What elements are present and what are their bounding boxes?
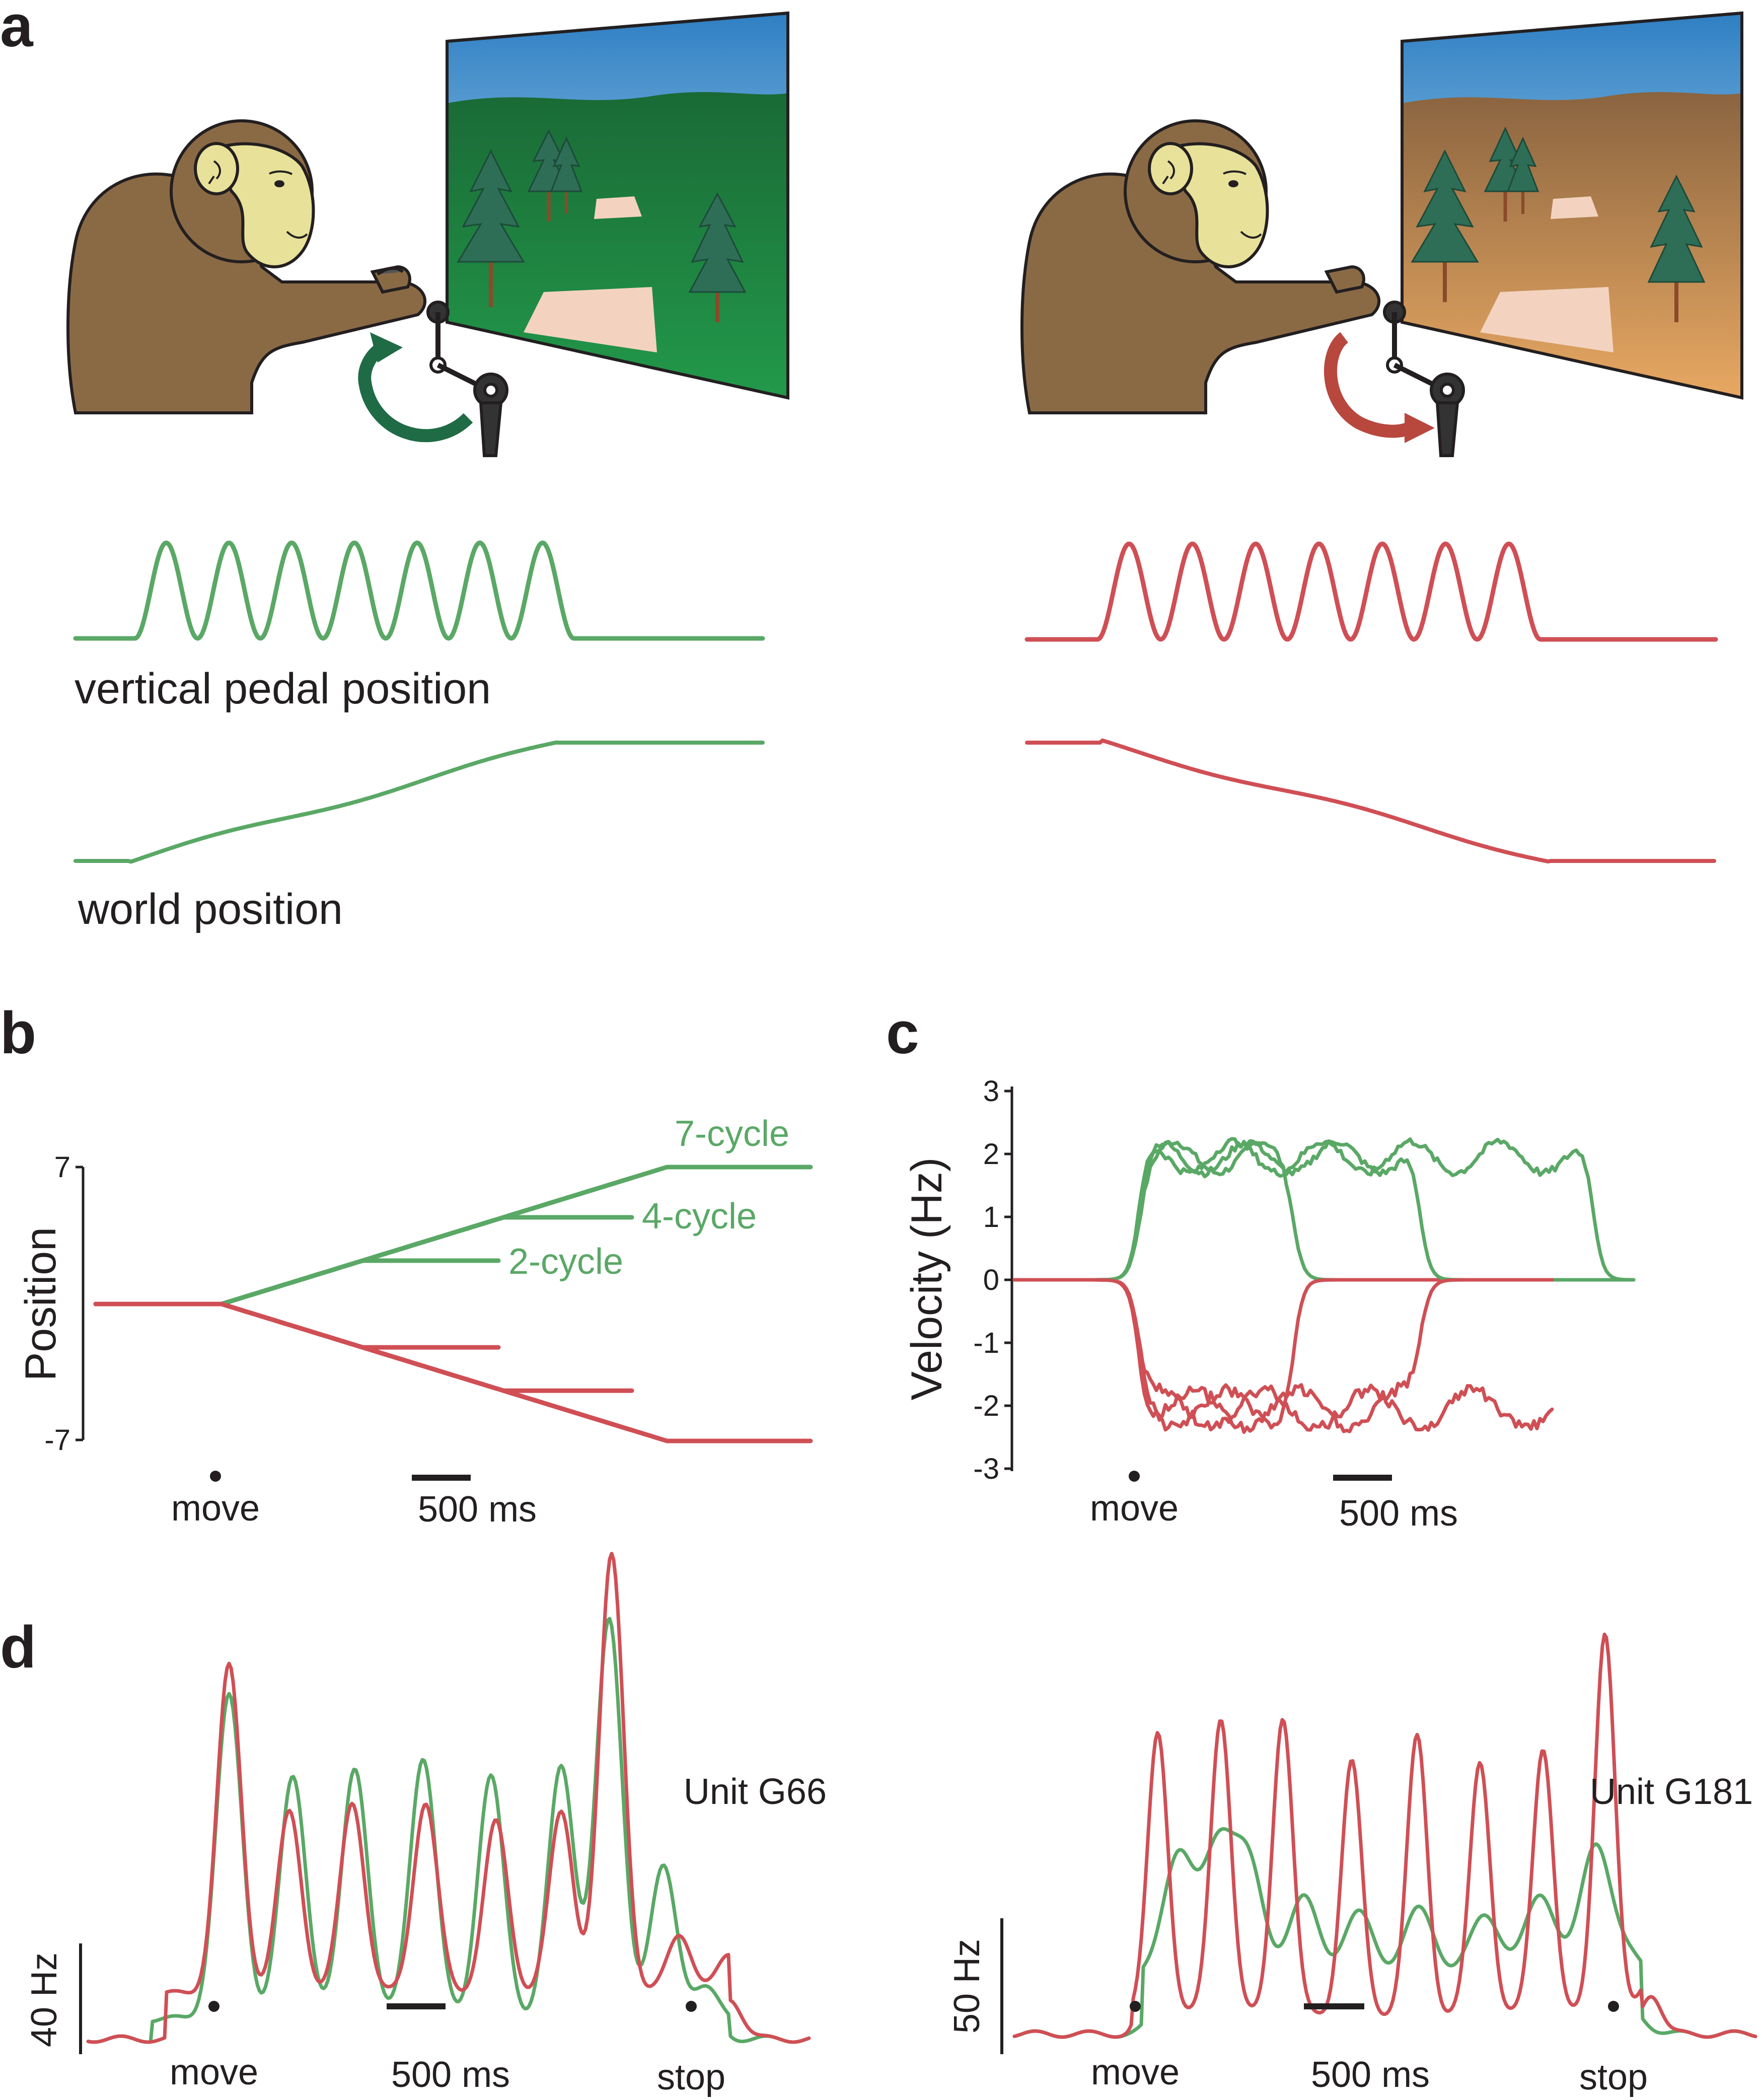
- pedal-icon: [377, 267, 508, 457]
- panel-b-lines: [93, 1165, 813, 1443]
- panel-d-right-lines: [1012, 1632, 1757, 2039]
- panel-d-left-lines: [86, 1552, 811, 2044]
- position-line-4-cycle-forward: [93, 1176, 634, 1307]
- panel-b-axis: [76, 1166, 85, 1441]
- panel-c-ytick-label: 1: [983, 1201, 999, 1234]
- panel-d-left-stop-dot: [686, 2001, 697, 2012]
- panel-letter-b: b: [0, 1000, 36, 1066]
- panel-letter-d: d: [0, 1614, 36, 1681]
- panel-d-left-move-label: move: [170, 2052, 258, 2092]
- g181-backward-firing-line: [1012, 1632, 1757, 2039]
- pedal-icon: [1383, 301, 1465, 457]
- right-screen: [1401, 11, 1743, 400]
- panel-b-ytick-bottom: -7: [44, 1424, 70, 1457]
- world-position-label: world position: [78, 885, 343, 933]
- right-scene: [1020, 11, 1743, 457]
- position-line-2-cycle-forward: [93, 1216, 501, 1307]
- panel-c-move-dot: [1129, 1471, 1140, 1482]
- panel-letter-a: a: [0, 0, 34, 59]
- panel-d-right-move-label: move: [1091, 2052, 1180, 2092]
- left-screen: [446, 11, 789, 400]
- panel-d-left-move-dot: [208, 2001, 219, 2012]
- panel-c-ytick-label: -1: [973, 1327, 999, 1359]
- velocity-line-7-cycle-backward: [1012, 1278, 1554, 1432]
- panel-c-ytick-label: 2: [983, 1138, 999, 1171]
- backward-rotation-arrow-icon: [1324, 332, 1435, 443]
- pedal-trace-forward: [73, 540, 765, 641]
- world-trace-backward-line: [1025, 738, 1716, 863]
- tree-icon: [457, 129, 747, 322]
- position-line-2-cycle-backward: [93, 1301, 501, 1392]
- unit-g181-label: Unit G181: [1590, 1772, 1753, 1812]
- panel-d-right-scale-label: 50 Hz: [947, 1939, 987, 2034]
- panel-letter-c: c: [886, 1000, 919, 1066]
- panel-b-ylabel: Position: [17, 1227, 65, 1381]
- label-4-cycle: 4-cycle: [642, 1196, 757, 1237]
- panel-c-ytick-label: 3: [983, 1075, 999, 1108]
- panel-c-yticks: 3 2 1 0 -1 -2 -3: [973, 1075, 1012, 1485]
- pedal-trace-forward-line: [73, 540, 765, 641]
- panel-d-left-scale-label: 40 Hz: [24, 1952, 64, 2047]
- panel-c-scalebar-label: 500 ms: [1339, 1493, 1458, 1534]
- label-7-cycle: 7-cycle: [675, 1114, 789, 1154]
- panel-d-left-stop-label: stop: [657, 2057, 725, 2097]
- panel-b-move-dot: [210, 1471, 221, 1482]
- pedal-trace-backward-line: [1024, 541, 1718, 642]
- g66-backward-firing-line: [86, 1552, 811, 2044]
- panel-c-lines: [1012, 1137, 1636, 1434]
- world-trace-forward: [74, 740, 765, 864]
- panel-c-ytick-label: 0: [983, 1264, 999, 1296]
- tree-icon: [1411, 126, 1706, 322]
- velocity-line-4-cycle-forward: [1012, 1139, 1636, 1282]
- world-trace-backward: [1025, 738, 1716, 863]
- panel-d-right-scalebar-label: 500 ms: [1311, 2055, 1430, 2095]
- panel-c-ylabel: Velocity (Hz): [903, 1157, 951, 1401]
- velocity-line-2-cycle-backward: [1012, 1278, 1554, 1432]
- panel-d-right-move-dot: [1130, 2001, 1141, 2012]
- panel-b-move-label: move: [171, 1488, 260, 1529]
- position-line-4-cycle-backward: [93, 1301, 634, 1432]
- position-line-7-cycle-backward: [93, 1301, 813, 1443]
- panel-b-ytick-top: 7: [54, 1151, 70, 1184]
- panel-b-scalebar-label: 500 ms: [418, 1489, 537, 1530]
- label-2-cycle: 2-cycle: [508, 1242, 623, 1282]
- unit-g66-label: Unit G66: [684, 1772, 827, 1812]
- forward-rotation-arrow-icon: [358, 332, 473, 443]
- left-scene: [66, 11, 789, 457]
- monkey-icon: [1020, 119, 1381, 414]
- panel-d-left-scalebar-label: 500 ms: [391, 2055, 510, 2095]
- pedal-trace-backward: [1024, 541, 1718, 642]
- panel-c-ytick-label: -2: [973, 1390, 999, 1422]
- panel-c-ytick-label: -3: [973, 1453, 999, 1485]
- pedal-position-label: vertical pedal position: [75, 665, 491, 713]
- monkey-icon: [66, 119, 427, 414]
- velocity-line-2-cycle-forward: [1012, 1140, 1636, 1282]
- panel-d-right-stop-label: stop: [1579, 2057, 1648, 2097]
- panel-c-move-label: move: [1090, 1488, 1179, 1529]
- panel-d-right-stop-dot: [1608, 2001, 1619, 2012]
- velocity-line-7-cycle-forward: [1012, 1137, 1636, 1282]
- world-trace-forward-line: [74, 740, 765, 864]
- g181-forward-firing-line: [1012, 1827, 1757, 2039]
